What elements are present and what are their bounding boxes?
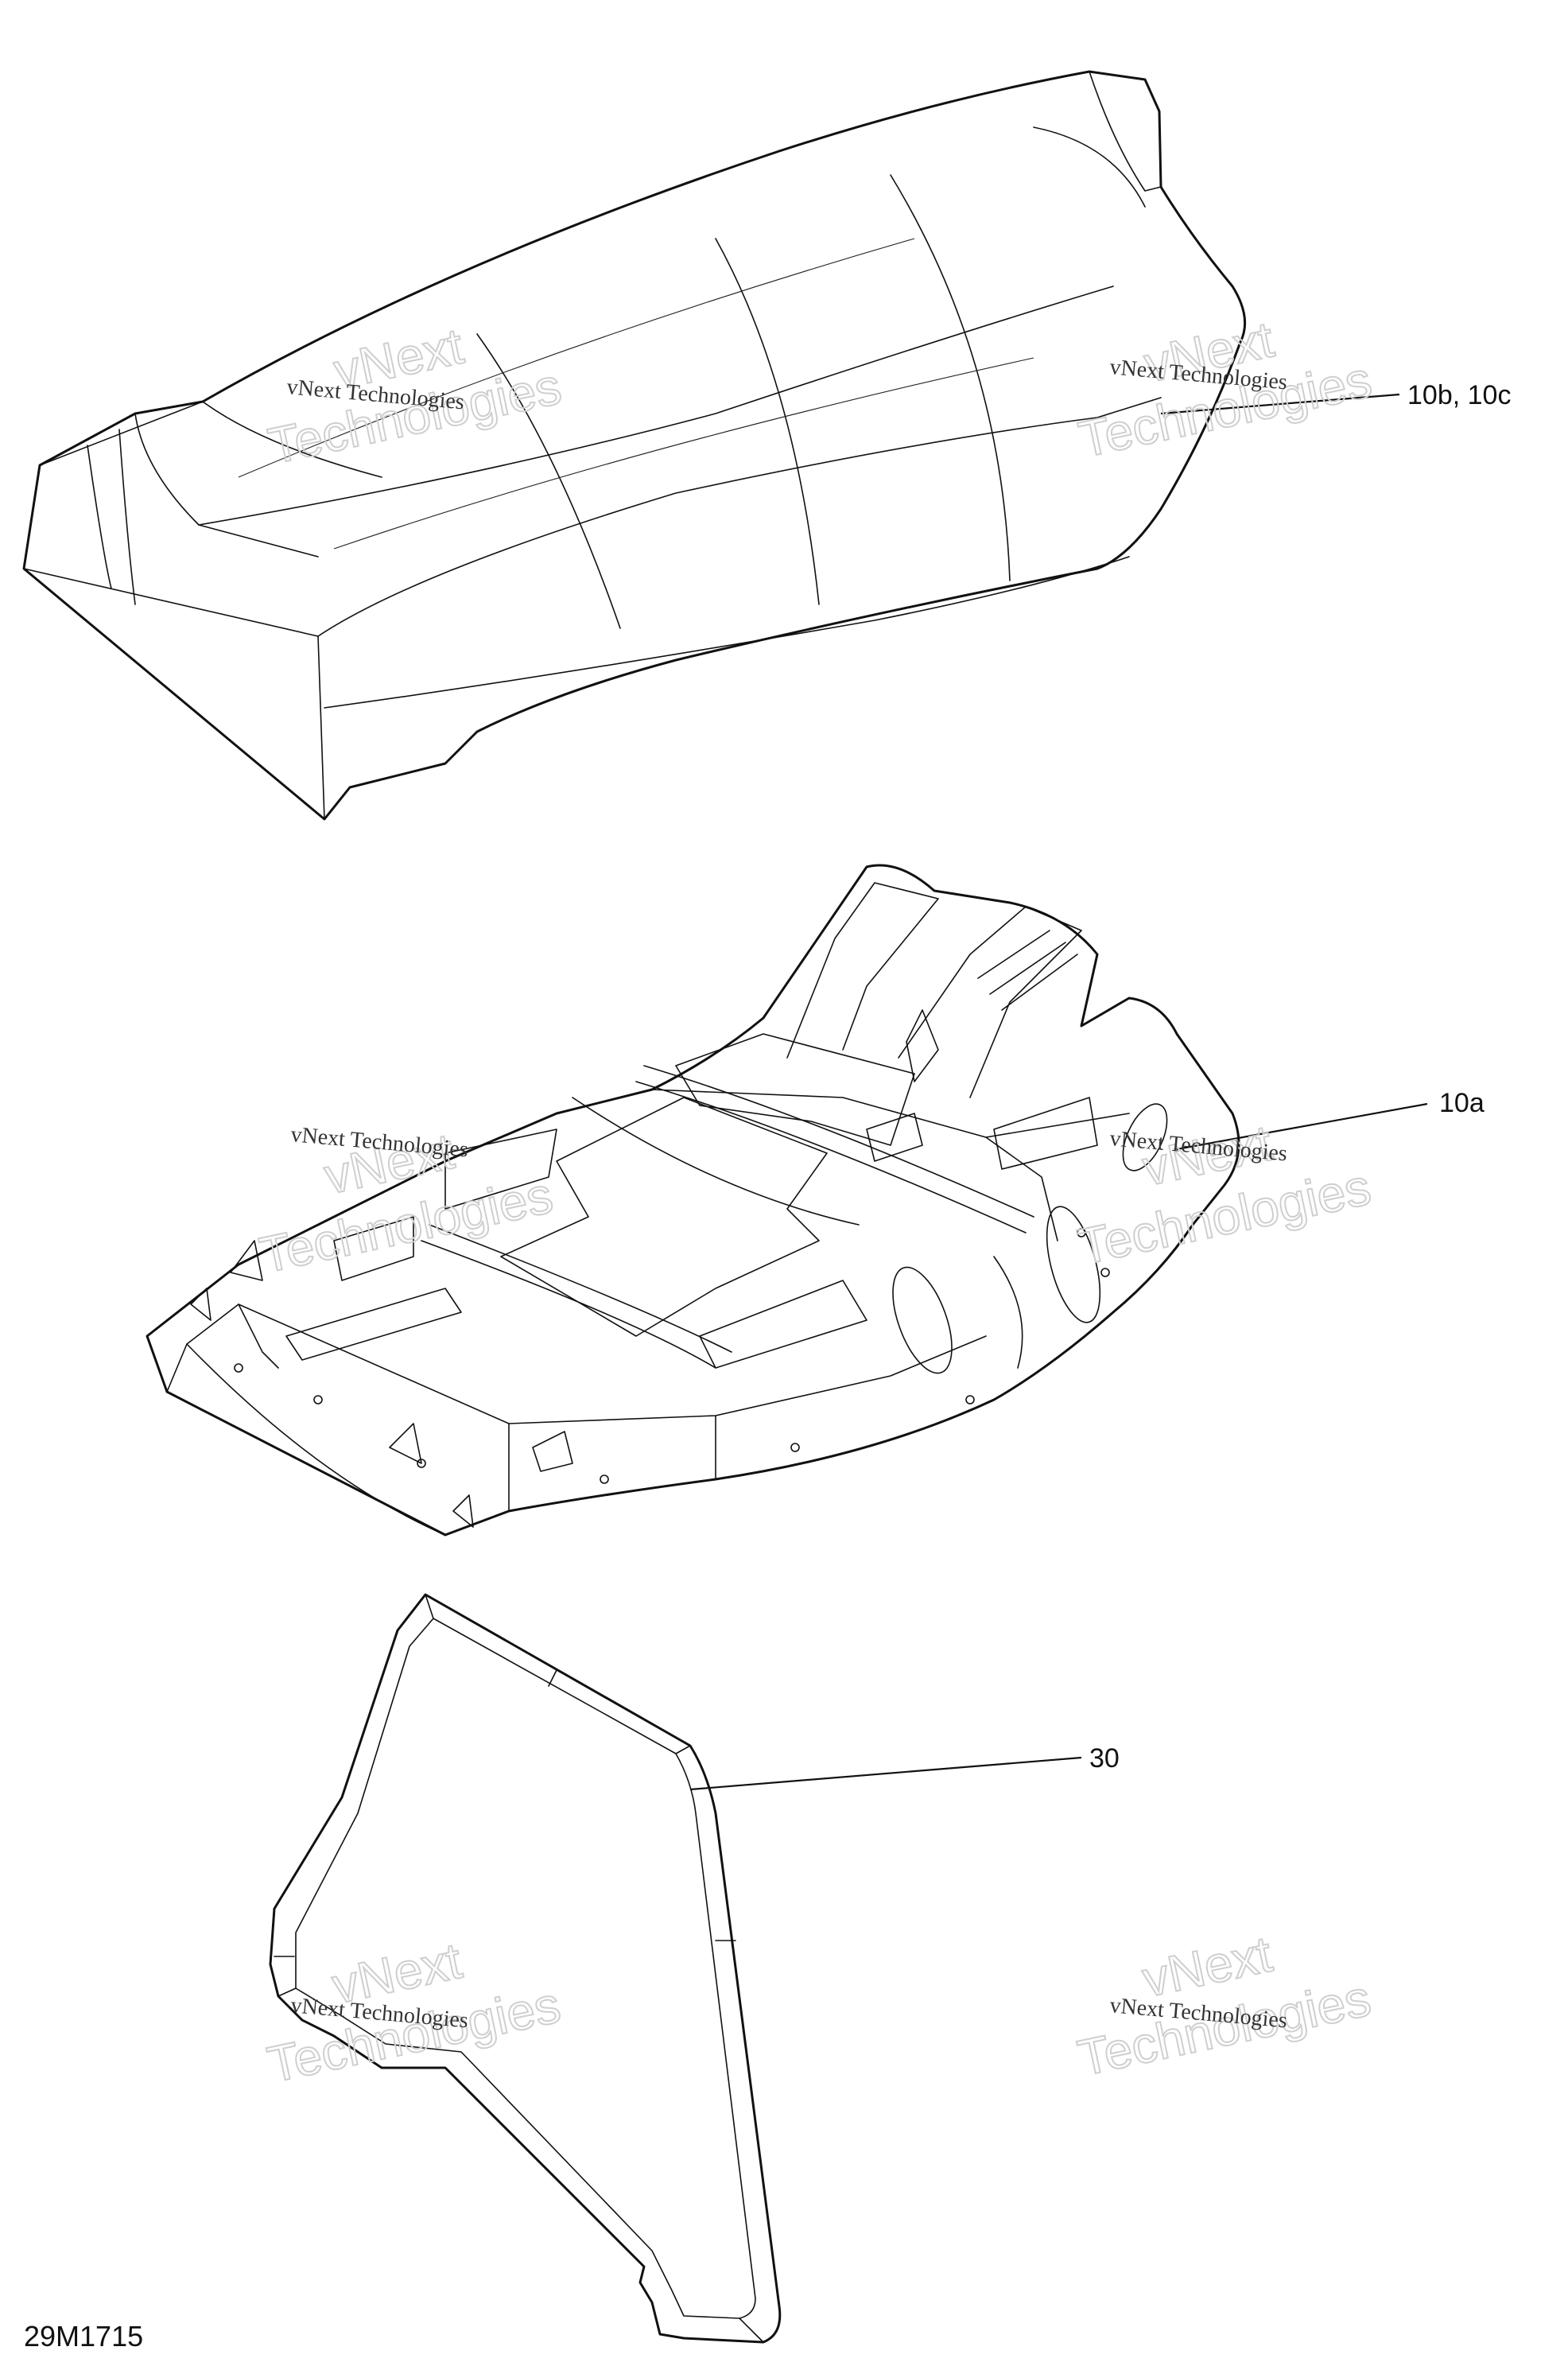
leader-seat-base [1176,1102,1428,1151]
storage-bin-drawing [269,1593,782,2344]
callout-seat-cover: 10b, 10c [1407,380,1511,410]
leader-seat-cover [1160,393,1400,415]
callout-storage-bin: 30 [1089,1743,1120,1774]
watermark-bottom-right: vNext Technologies [1073,1924,1376,2088]
seat-base-drawing [146,864,1240,1537]
callout-seat-base: 10a [1439,1088,1485,1118]
leader-storage-bin [689,1756,1082,1791]
reference-code: 29M1715 [24,2320,143,2353]
seat-cover-drawing [22,70,1247,821]
